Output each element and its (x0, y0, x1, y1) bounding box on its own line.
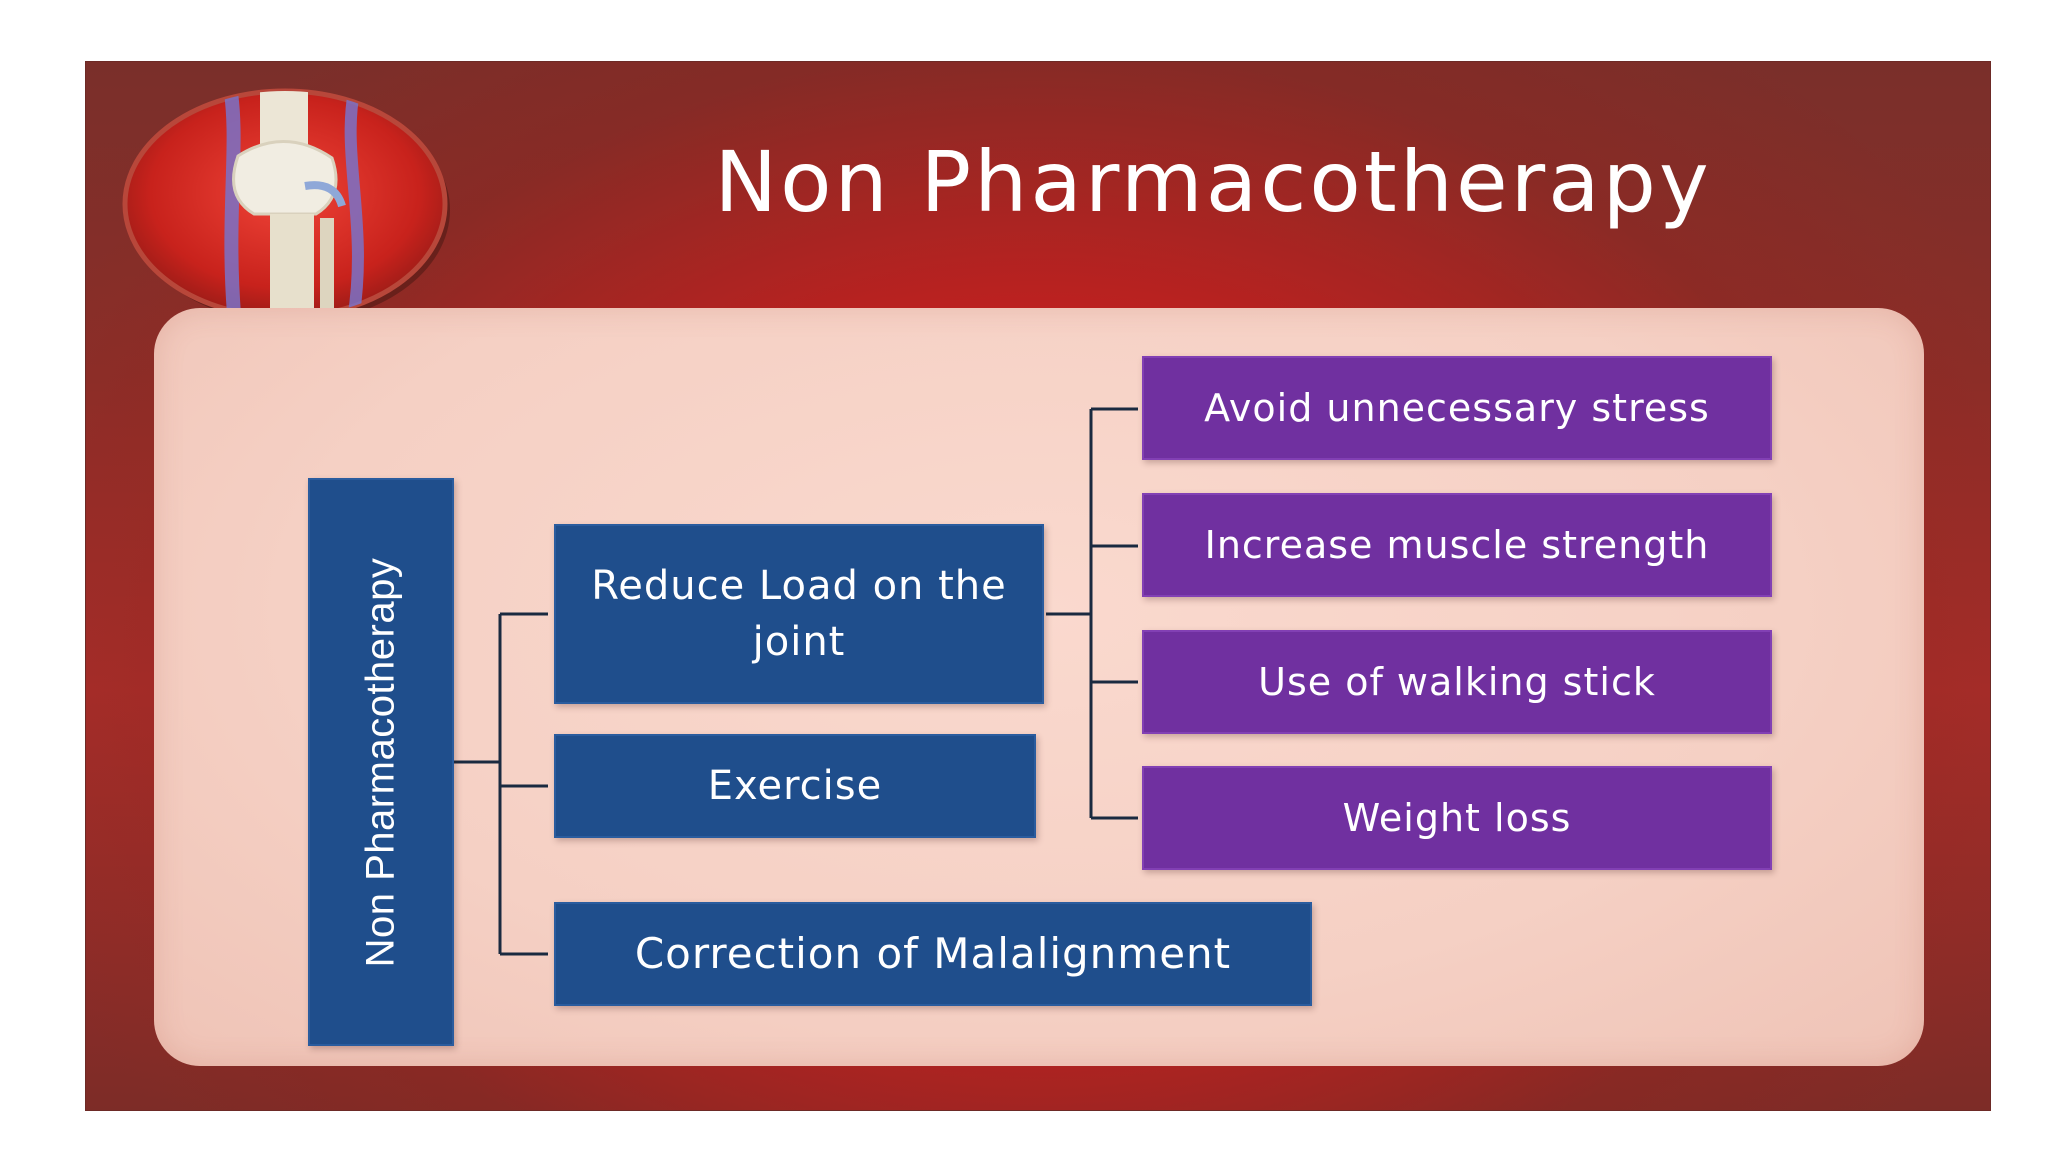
root-node: Non Pharmacotherapy (308, 478, 454, 1046)
knee-joint-icon (122, 88, 450, 323)
slide: Non Pharmacotherapy Non Pharmacotherapy … (86, 62, 1990, 1110)
sub-weight-loss-label: Weight loss (1342, 796, 1572, 840)
sub-avoid-stress: Avoid unnecessary stress (1142, 356, 1772, 460)
sub-muscle-strength-label: Increase muscle strength (1204, 523, 1710, 567)
branch-exercise-label: Exercise (707, 763, 883, 809)
branch-correction: Correction of Malalignment (554, 902, 1312, 1006)
branch-exercise: Exercise (554, 734, 1036, 838)
branch-reduce-load: Reduce Load on the joint (554, 524, 1044, 704)
slide-title: Non Pharmacotherapy (714, 133, 1712, 231)
connector-lines (454, 407, 1138, 956)
sub-muscle-strength: Increase muscle strength (1142, 493, 1772, 597)
sub-walking-stick-label: Use of walking stick (1258, 660, 1656, 704)
branch-reduce-load-label: Reduce Load on the joint (591, 563, 1007, 665)
root-node-label: Non Pharmacotherapy (358, 557, 403, 967)
sub-walking-stick: Use of walking stick (1142, 630, 1772, 734)
sub-weight-loss: Weight loss (1142, 766, 1772, 870)
sub-avoid-stress-label: Avoid unnecessary stress (1204, 386, 1710, 430)
branch-correction-label: Correction of Malalignment (634, 929, 1232, 978)
